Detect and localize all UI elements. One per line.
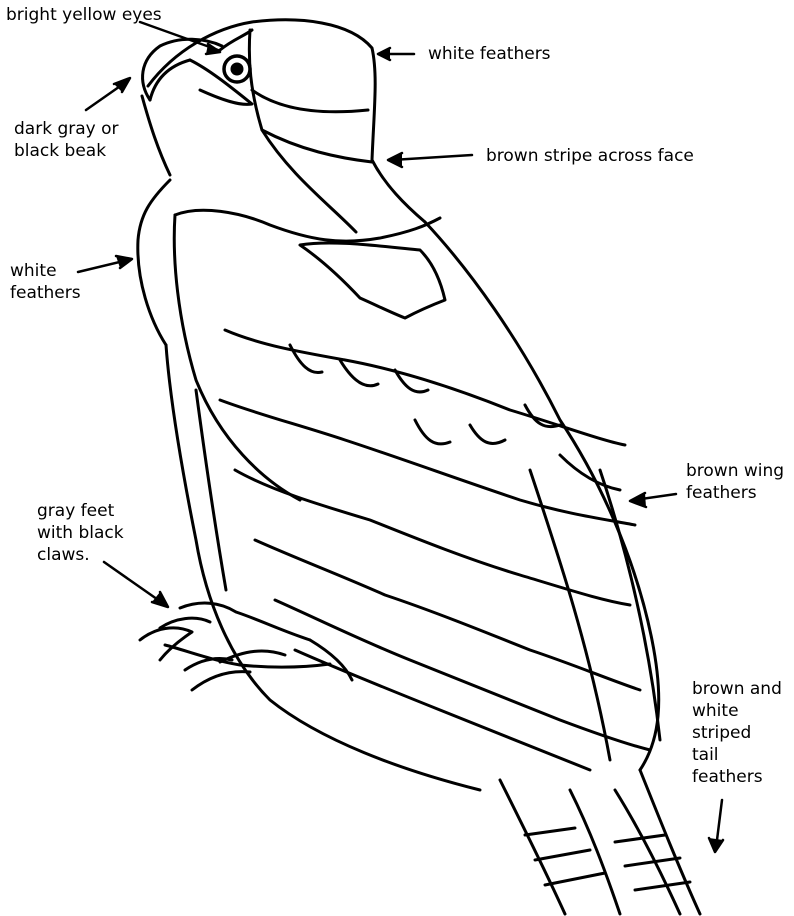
- arrowhead-white-left: [116, 256, 132, 268]
- arrowhead-white-top: [378, 48, 390, 60]
- arrow-stripe: [392, 155, 472, 160]
- label-white-feathers-chest: white feathers: [10, 260, 81, 304]
- label-gray-feet: gray feet with black claws.: [37, 500, 124, 566]
- bird-body: [166, 210, 659, 790]
- bird-head: [138, 20, 425, 345]
- label-brown-wing-feathers: brown wing feathers: [686, 460, 784, 504]
- bird-tail: [500, 770, 700, 914]
- arrowhead-stripe: [388, 153, 402, 167]
- arrow-feet: [104, 562, 164, 604]
- arrowhead-feet: [152, 592, 168, 607]
- bird-eye: [220, 30, 252, 82]
- wing-feathers: [220, 330, 650, 770]
- label-white-feathers-head: white feathers: [428, 43, 551, 65]
- arrowhead-wing: [630, 493, 646, 507]
- bird-feet: [140, 603, 352, 690]
- brown-back-patch: [300, 243, 445, 318]
- label-beak: dark gray or black beak: [14, 118, 119, 162]
- arrowhead-tail: [709, 838, 723, 852]
- label-bright-yellow-eyes: bright yellow eyes: [6, 4, 162, 26]
- label-tail-feathers: brown and white striped tail feathers: [692, 678, 782, 788]
- label-brown-stripe: brown stripe across face: [486, 145, 694, 167]
